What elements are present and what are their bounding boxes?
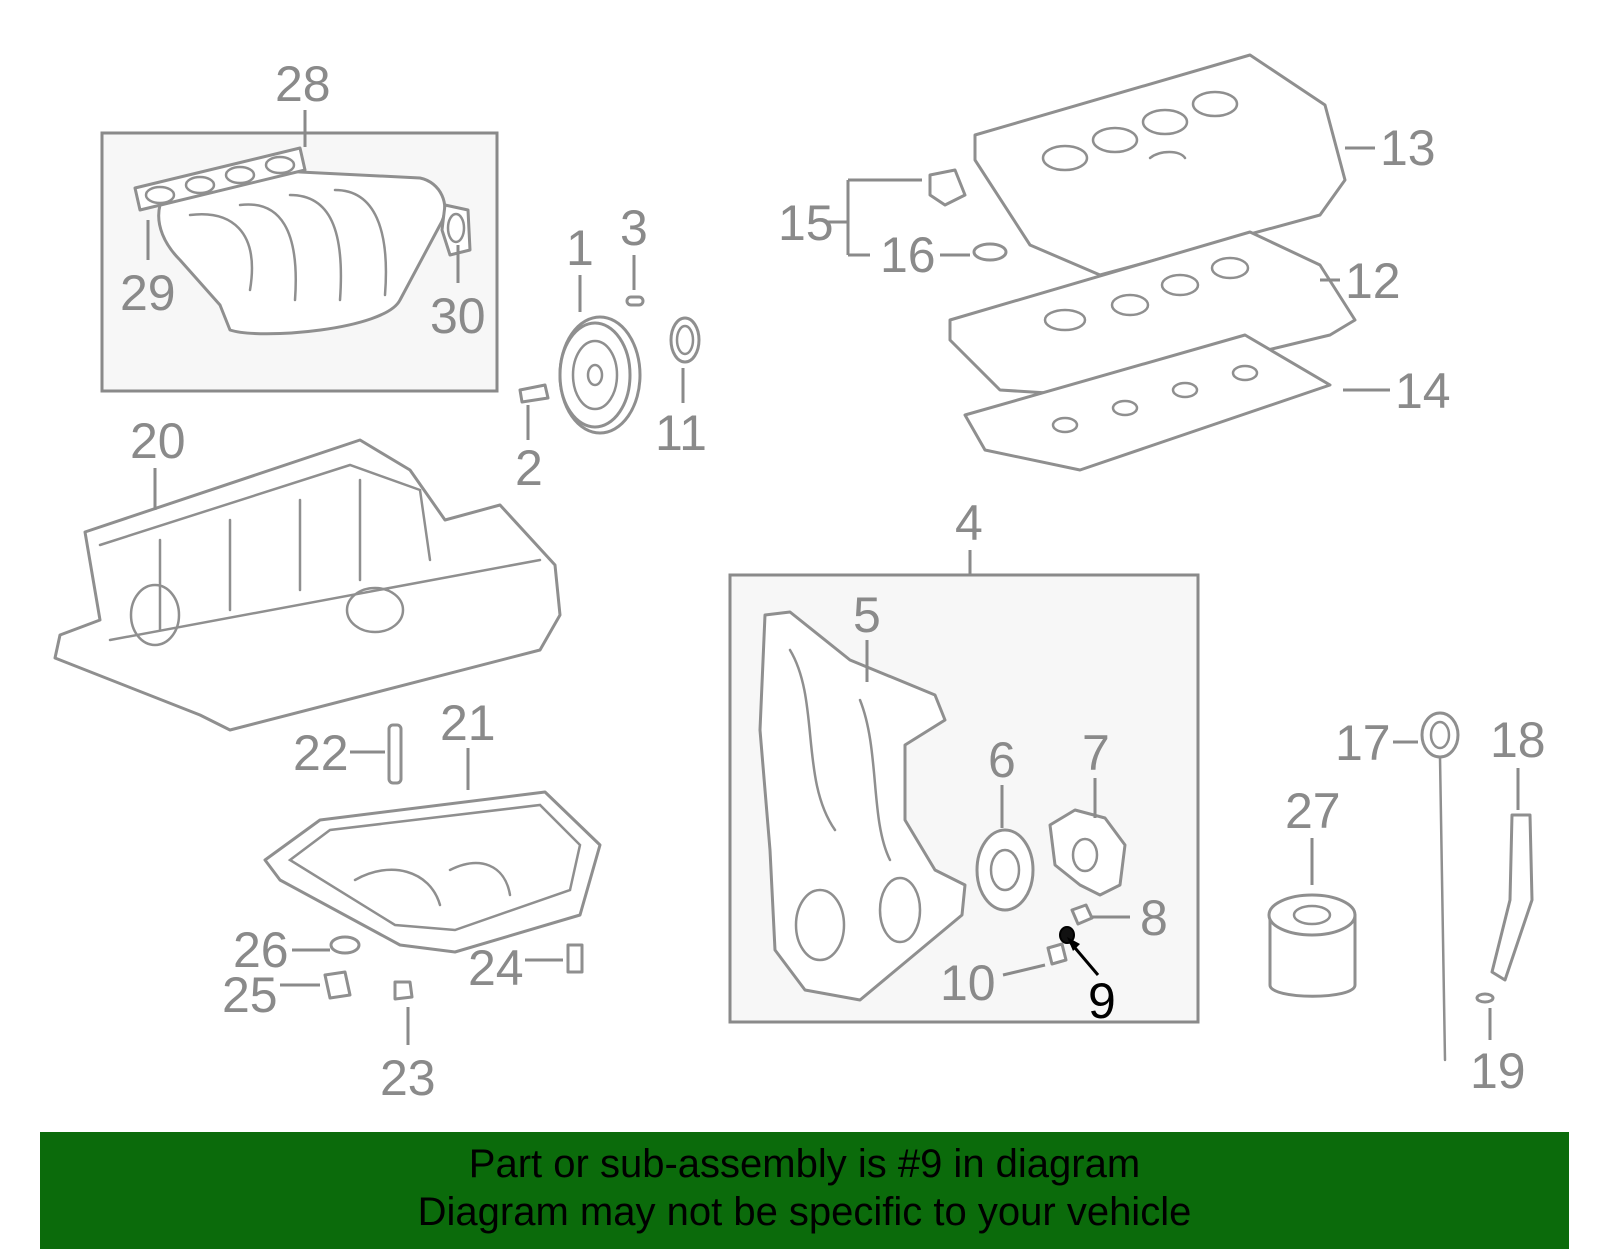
engine-block-drawing — [53, 438, 562, 732]
timing-chain-cover-drawing — [758, 610, 967, 1002]
notice-banner: Part or sub-assembly is #9 in diagram Di… — [40, 1132, 1569, 1249]
engine-cover-drawing — [973, 53, 1347, 277]
callout-10[interactable]: 10 — [940, 955, 996, 1011]
callout-9[interactable]: 9 — [1088, 973, 1116, 1029]
intake-manifold-drawing — [133, 146, 472, 336]
cylinder-head-cover-drawing — [948, 230, 1357, 397]
oil-filler-cap-drawing — [928, 168, 1008, 262]
leader-9-arrowhead — [1067, 937, 1080, 951]
callout-22[interactable]: 22 — [293, 725, 349, 781]
callout-8[interactable]: 8 — [1140, 890, 1168, 946]
banner-line-1: Part or sub-assembly is #9 in diagram — [468, 1142, 1141, 1186]
dipstick-drawing — [1420, 711, 1460, 1062]
callout-7[interactable]: 7 — [1082, 725, 1110, 781]
callout-18[interactable]: 18 — [1490, 712, 1546, 768]
callout-20[interactable]: 20 — [130, 413, 186, 469]
oil-filter-drawing — [1267, 893, 1357, 998]
callout-30[interactable]: 30 — [430, 288, 486, 344]
callout-3[interactable]: 3 — [620, 200, 648, 256]
callout-28[interactable]: 28 — [275, 56, 331, 112]
callout-2[interactable]: 2 — [515, 440, 543, 496]
callout-25[interactable]: 25 — [222, 967, 278, 1023]
callout-24[interactable]: 24 — [468, 940, 524, 996]
callout-16[interactable]: 16 — [880, 227, 936, 283]
callout-4[interactable]: 4 — [955, 495, 983, 551]
crank-pulley-drawing — [518, 295, 701, 435]
oil-pump-rotor-drawing — [975, 828, 1035, 912]
callout-21[interactable]: 21 — [440, 695, 496, 751]
callout-11[interactable]: 11 — [655, 405, 707, 461]
parts-diagram: 28 29 30 1 3 2 11 — [53, 53, 1546, 1106]
callout-14[interactable]: 14 — [1395, 363, 1451, 419]
oil-pump-cover-drawing — [1048, 808, 1127, 897]
callout-5[interactable]: 5 — [853, 587, 881, 643]
callout-23[interactable]: 23 — [380, 1050, 436, 1106]
callout-27[interactable]: 27 — [1285, 783, 1341, 839]
callout-19[interactable]: 19 — [1470, 1043, 1526, 1099]
callout-13[interactable]: 13 — [1380, 120, 1436, 176]
head-cover-gasket-drawing — [963, 333, 1332, 472]
callout-6[interactable]: 6 — [988, 732, 1016, 788]
dipstick-guide-drawing — [1475, 813, 1534, 1004]
leader-10 — [1002, 963, 1046, 977]
callout-29[interactable]: 29 — [120, 265, 176, 321]
leader-15 — [825, 178, 922, 257]
callout-1[interactable]: 1 — [566, 220, 594, 276]
callout-12[interactable]: 12 — [1345, 253, 1401, 309]
callout-17[interactable]: 17 — [1335, 715, 1391, 771]
spring-drawing — [1046, 942, 1068, 966]
callout-15[interactable]: 15 — [778, 195, 834, 251]
banner-line-2: Diagram may not be specific to your vehi… — [417, 1190, 1192, 1234]
oil-pan-drawing — [263, 723, 602, 1001]
callout-26[interactable]: 26 — [233, 922, 289, 978]
